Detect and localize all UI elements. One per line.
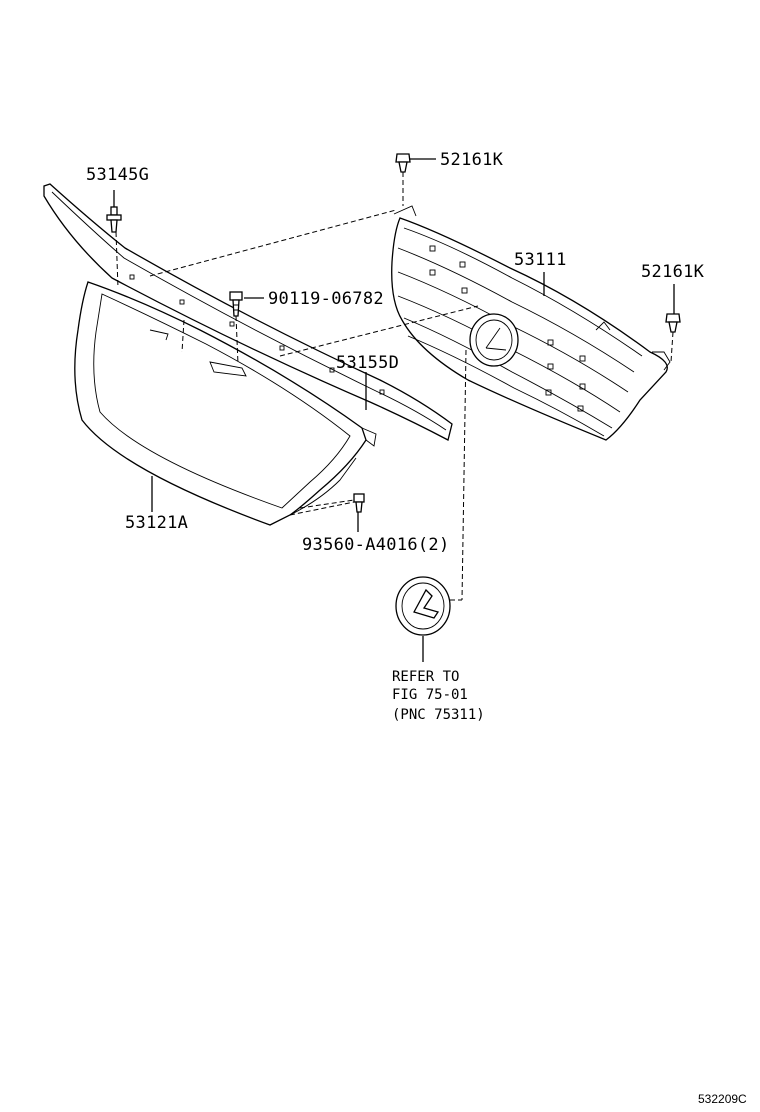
label-52161K-top: 52161K — [440, 150, 504, 170]
clip-52161K-right-icon — [665, 313, 681, 333]
clip-53145G-icon — [106, 206, 122, 233]
assembly-lines — [115, 172, 674, 601]
bolt-90119-icon — [229, 291, 243, 317]
reference-note-line-1: REFER TO — [392, 669, 459, 685]
reference-note-line-3: (PNC 75311) — [392, 707, 485, 723]
label-52161K-right: 52161K — [641, 262, 705, 282]
label-93560-A4016: 93560-A4016(2) — [302, 535, 450, 555]
label-53111: 53111 — [514, 250, 567, 270]
reference-note-line-2: FIG 75-01 — [392, 687, 468, 703]
leader-lines — [113, 158, 675, 662]
label-53145G: 53145G — [86, 165, 149, 185]
label-53121A: 53121A — [125, 513, 188, 533]
clip-52161K-top-icon — [395, 153, 411, 173]
diagram-code: 532209C — [698, 1092, 747, 1106]
label-90119-06782: 90119-06782 — [268, 289, 384, 309]
grille-frame-53121A — [74, 281, 377, 526]
main-grille-53111 — [391, 205, 671, 441]
emblem-75311-icon — [395, 576, 451, 636]
upper-molding-53155D — [43, 183, 453, 441]
label-53155D: 53155D — [336, 353, 399, 373]
screw-93560-icon — [353, 493, 365, 513]
